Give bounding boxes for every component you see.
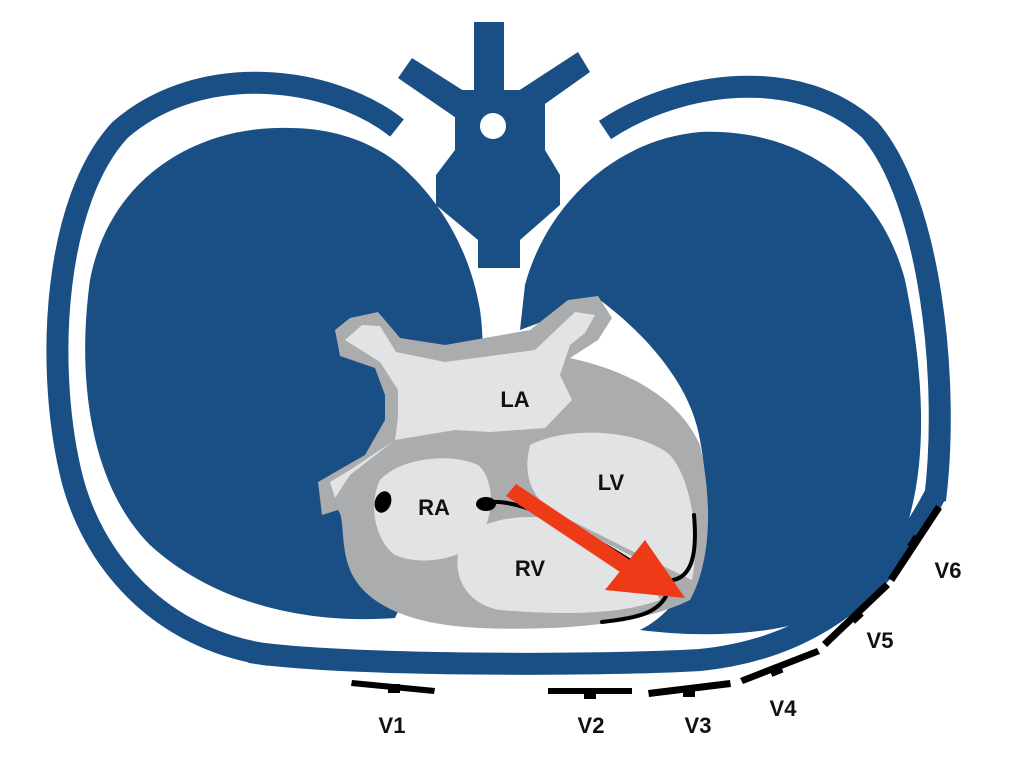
label-v5: V5 xyxy=(867,628,894,653)
airway-lumen xyxy=(480,113,506,139)
electrode-v4 xyxy=(740,648,820,684)
atrioventricular-node xyxy=(476,497,496,511)
label-v1: V1 xyxy=(379,713,406,738)
precordial-electrodes: V1 V2 V3 V4 V5 V6 xyxy=(351,505,961,738)
cardiac-vector-arrow xyxy=(506,484,685,598)
left-ventricle-chamber xyxy=(527,432,696,580)
label-la: LA xyxy=(500,387,529,412)
label-v4: V4 xyxy=(770,696,798,721)
trachea-and-bronchi xyxy=(398,22,590,268)
label-lv: LV xyxy=(598,470,625,495)
label-ra: RA xyxy=(418,495,450,520)
heart: LA RA LV RV xyxy=(318,296,709,629)
electrode-v1 xyxy=(351,680,435,694)
right-atrium-chamber xyxy=(374,458,491,561)
label-v2: V2 xyxy=(578,713,605,738)
electrode-v5 xyxy=(822,582,890,647)
left-lung xyxy=(520,131,922,635)
trachea xyxy=(474,22,504,102)
label-rv: RV xyxy=(515,556,545,581)
sinoatrial-node xyxy=(374,491,392,513)
cardiac-vector-shaft xyxy=(506,484,642,580)
left-atrium-chamber xyxy=(330,312,595,498)
electrode-v6 xyxy=(888,505,942,582)
label-v6: V6 xyxy=(935,558,962,583)
label-v3: V3 xyxy=(685,713,712,738)
chest-wall-right-arc xyxy=(598,75,951,502)
chest-wall-left-arc xyxy=(46,71,404,666)
electrode-v2 xyxy=(548,688,632,699)
carina xyxy=(436,90,560,268)
purkinje-line xyxy=(600,590,670,624)
cardiac-vector-head xyxy=(605,540,685,598)
electrode-v3 xyxy=(648,680,731,697)
